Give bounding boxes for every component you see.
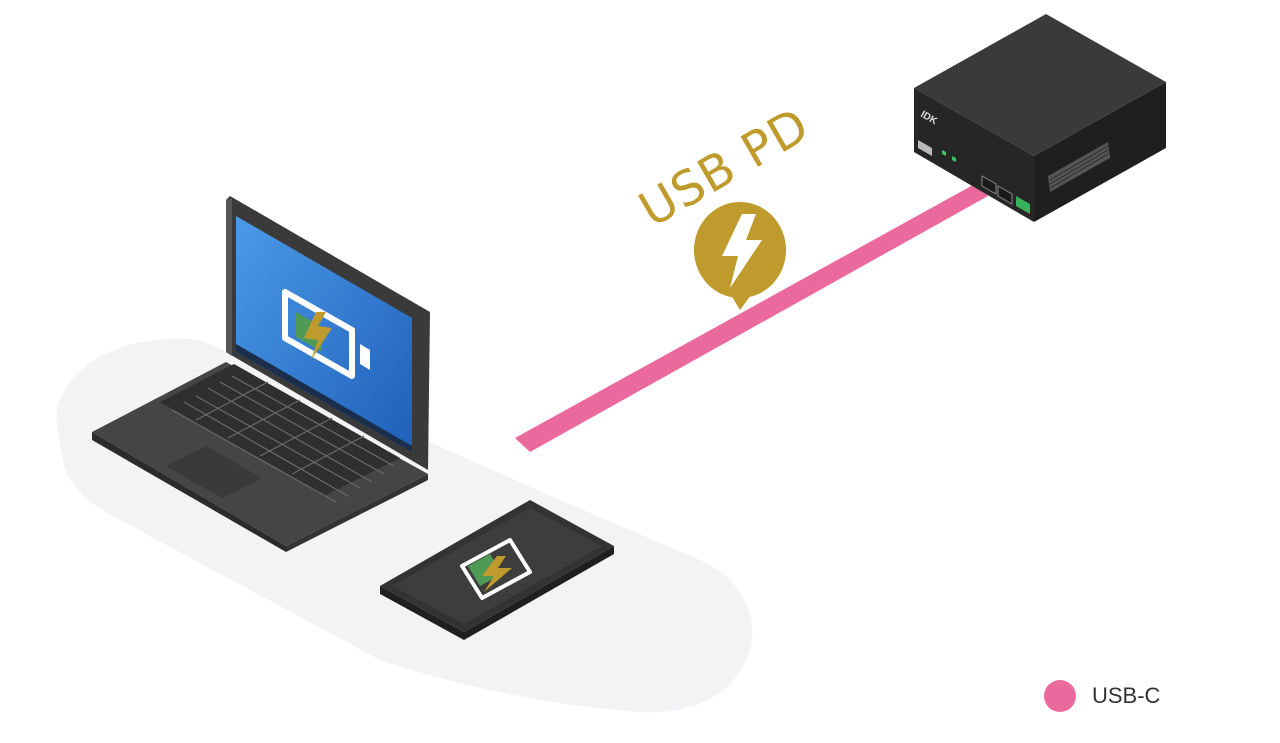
legend: USB-C [1044,680,1160,712]
laptop-base-side [286,474,428,552]
laptop [92,196,430,552]
legend-usb-c-label: USB-C [1092,683,1161,708]
lightning-icon [722,214,762,288]
device-led [942,150,946,156]
legend-usb-c-swatch [1044,680,1076,712]
laptop-base-front [92,432,286,552]
tablet-battery-icon [460,538,532,600]
power-bubble [694,202,786,310]
tablet [380,500,614,640]
laptop-taskbar [236,344,412,452]
device-usb-port [981,175,997,195]
device-vent-slots [1049,145,1109,189]
device-top [914,14,1166,156]
device-usb-port-2 [997,185,1013,205]
av-device: IDK [914,14,1166,222]
usb-c-cable [515,180,988,452]
bubble-tail [728,288,756,310]
laptop-touchpad [166,446,262,498]
device-terminal [1016,196,1030,214]
device-front [914,88,1034,222]
battery-charging-icon [282,289,370,379]
device-led-2 [952,156,956,162]
device-port [918,140,932,156]
laptop-lid-edge [226,198,232,356]
keyboard-keys [171,375,395,503]
